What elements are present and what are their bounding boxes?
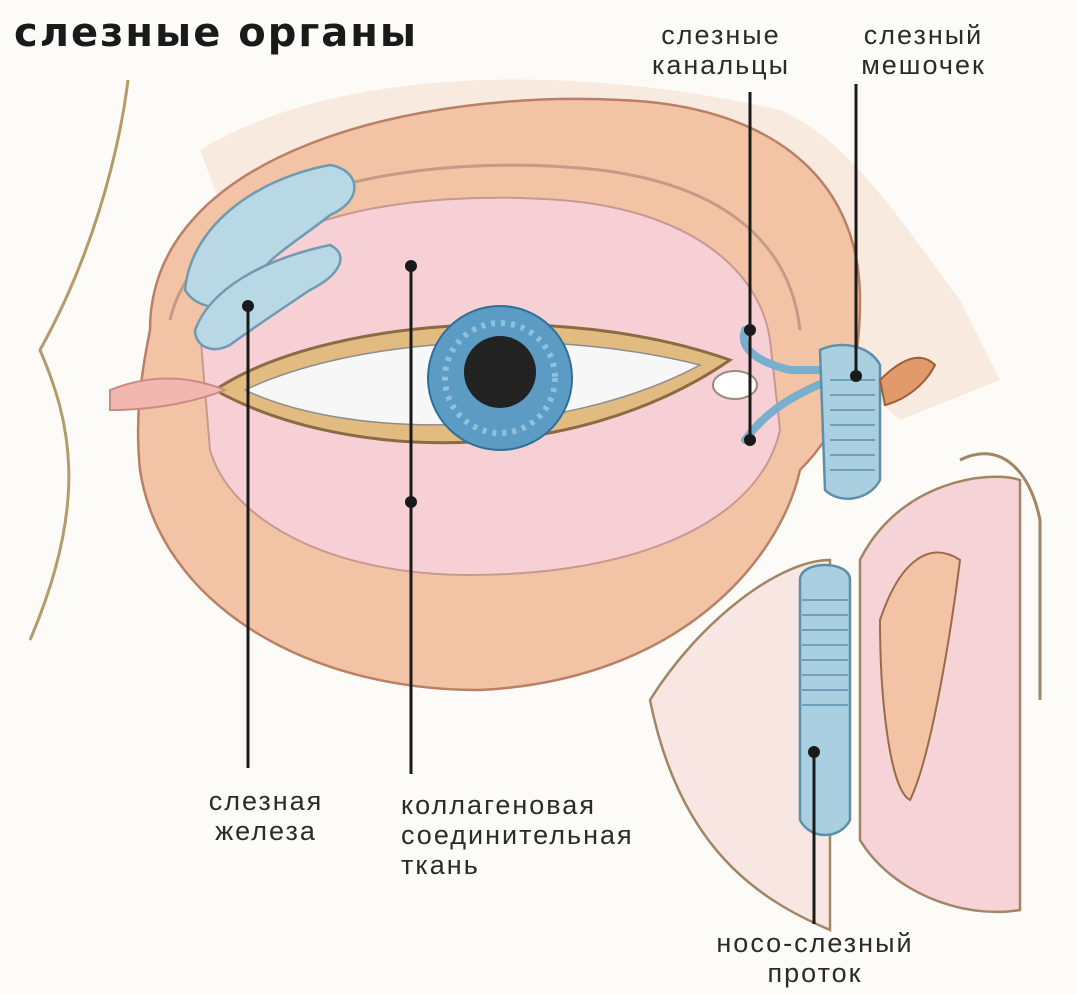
pointer-dot-sac [850, 370, 862, 382]
label-nasolacrimal-duct: носо-слезный проток [690, 928, 940, 988]
label-tissue-line3: ткань [401, 850, 691, 880]
label-collagen-tissue: коллагеновая соединительная ткань [401, 790, 691, 880]
pointer-dot-canaliculi-upper [744, 324, 756, 336]
label-lacrimal-canaliculi: слезные канальцы [636, 20, 806, 80]
pointer-dot-tissue-upper [405, 260, 417, 272]
lacrimal-sac-shape [820, 345, 880, 499]
label-gland-line1: слезная [196, 786, 336, 816]
label-canaliculi-line1: слезные [636, 20, 806, 50]
pointer-dot-gland [242, 300, 254, 312]
face-contour-line [30, 80, 128, 640]
pointer-dot-tissue-lower [405, 496, 417, 508]
diagram-title: слезные органы [14, 10, 418, 56]
label-sac-line2: мешочек [836, 50, 1011, 80]
label-tissue-line2: соединительная [401, 820, 691, 850]
pointer-dot-duct [808, 746, 820, 758]
label-duct-line1: носо-слезный [690, 928, 940, 958]
nasolacrimal-duct-shape [800, 565, 850, 835]
pointer-dot-canaliculi-lower [744, 434, 756, 446]
label-lacrimal-sac: слезный мешочек [836, 20, 1011, 80]
label-canaliculi-line2: канальцы [636, 50, 806, 80]
label-duct-line2: проток [690, 958, 940, 988]
label-lacrimal-gland: слезная железа [196, 786, 336, 846]
label-tissue-line1: коллагеновая [401, 790, 691, 820]
label-gland-line2: железа [196, 816, 336, 846]
label-sac-line1: слезный [836, 20, 1011, 50]
pupil [464, 336, 536, 408]
